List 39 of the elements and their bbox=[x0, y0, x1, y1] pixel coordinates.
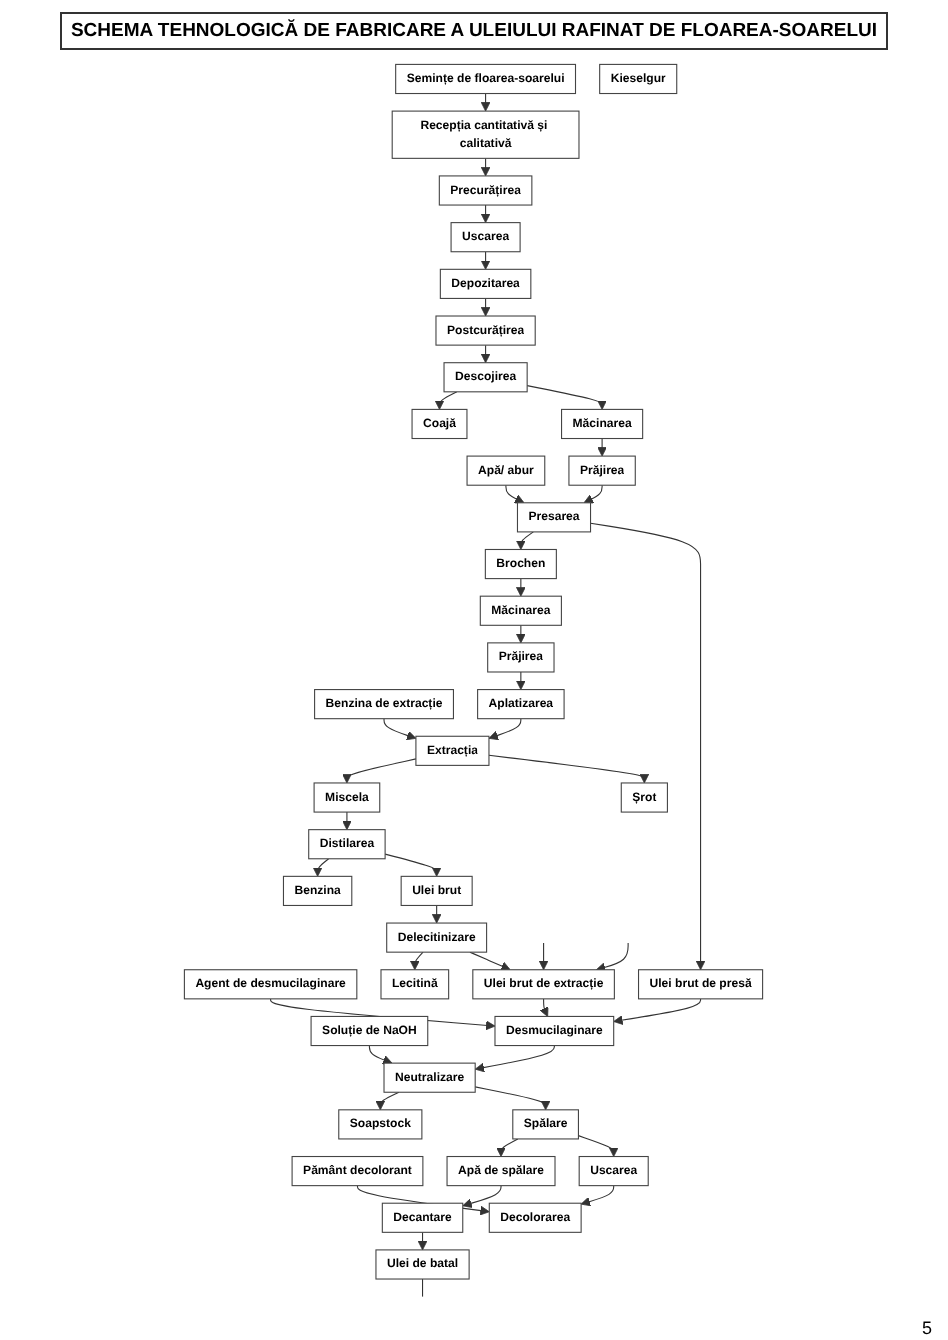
arrow bbox=[342, 811, 353, 831]
arrow bbox=[516, 531, 535, 550]
arrow bbox=[590, 522, 706, 971]
arrow bbox=[481, 344, 491, 364]
arrow bbox=[516, 671, 527, 690]
arrow bbox=[469, 951, 512, 971]
arrow bbox=[597, 437, 608, 457]
arrow bbox=[516, 578, 527, 597]
arrow bbox=[505, 484, 525, 504]
arrow bbox=[385, 853, 442, 877]
arrow bbox=[383, 718, 417, 741]
arrow bbox=[481, 251, 491, 270]
arrow bbox=[488, 754, 650, 784]
arrow bbox=[527, 385, 608, 410]
arrow bbox=[410, 951, 425, 971]
arrow bbox=[516, 624, 527, 644]
arrow bbox=[313, 858, 330, 877]
arrow bbox=[540, 998, 549, 1017]
arrow bbox=[481, 92, 491, 112]
diagram-title: SCHEMA TEHNOLOGICĂ DE FABRICARE A ULEIULUI RAFINAT DE FLOAREA-SOARELUI bbox=[60, 12, 888, 50]
arrow bbox=[584, 484, 604, 504]
arrow bbox=[462, 1185, 503, 1208]
arrow bbox=[475, 1045, 556, 1073]
arrow bbox=[435, 391, 458, 410]
arrow bbox=[481, 204, 491, 224]
arrow bbox=[581, 1185, 615, 1207]
arrow bbox=[578, 1135, 620, 1157]
arrow bbox=[596, 942, 630, 973]
arrow bbox=[489, 718, 522, 741]
arrow bbox=[418, 1231, 428, 1251]
arrow bbox=[342, 758, 417, 784]
arrow bbox=[369, 1045, 393, 1065]
arrow bbox=[539, 942, 549, 971]
arrow bbox=[613, 998, 702, 1025]
arrow bbox=[481, 297, 491, 317]
note-number: 5 bbox=[921, 1318, 932, 1338]
arrow bbox=[475, 1086, 551, 1111]
arrow bbox=[481, 157, 491, 177]
arrow bbox=[432, 904, 442, 924]
